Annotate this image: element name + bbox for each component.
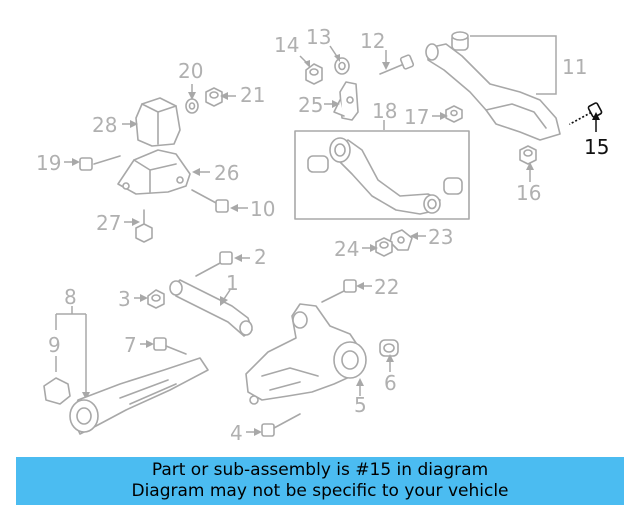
callout-23: 23 [428, 225, 453, 249]
callout-28: 28 [92, 113, 117, 137]
callout-14: 14 [274, 33, 299, 57]
nut-21[interactable] [205, 87, 223, 107]
upper-arm-18[interactable] [307, 137, 463, 215]
callout-26: 26 [214, 161, 239, 185]
banner-line-1: Part or sub-assembly is #15 in diagram [151, 460, 489, 480]
bushing-6[interactable] [379, 339, 399, 357]
callout-18: 18 [372, 99, 397, 123]
callout-24: 24 [334, 237, 359, 261]
trailing-arm-8[interactable] [69, 357, 209, 435]
callout-1: 1 [226, 271, 239, 295]
bracket-25[interactable] [333, 81, 359, 121]
info-banner: Part or sub-assembly is #15 in diagram D… [16, 457, 624, 505]
callout-15: 15 [584, 135, 609, 159]
bracket-23[interactable] [389, 229, 413, 251]
bolt-19[interactable] [79, 155, 121, 171]
bushing-24[interactable] [375, 237, 393, 257]
nut-17[interactable] [445, 105, 463, 123]
callout-3: 3 [118, 287, 131, 311]
callout-27: 27 [96, 211, 121, 235]
callout-8: 8 [64, 285, 77, 309]
nut-14[interactable] [305, 63, 323, 85]
callout-9: 9 [48, 333, 61, 357]
callout-5: 5 [354, 393, 367, 417]
callout-6: 6 [384, 371, 397, 395]
nut-16[interactable] [519, 145, 537, 165]
callout-22: 22 [374, 275, 399, 299]
callout-16: 16 [516, 181, 541, 205]
callout-12: 12 [360, 29, 385, 53]
bolt-10[interactable] [191, 189, 229, 213]
control-arm-11[interactable] [425, 31, 561, 141]
banner-line-2: Diagram may not be specific to your vehi… [131, 481, 509, 501]
mount-28[interactable] [135, 97, 181, 147]
callout-4: 4 [230, 421, 243, 445]
bolt-2[interactable] [195, 251, 233, 277]
callout-7: 7 [124, 333, 137, 357]
knuckle-5[interactable] [245, 303, 367, 405]
stud-27[interactable] [135, 209, 153, 243]
washer-13[interactable] [334, 57, 350, 75]
bolt-4[interactable] [261, 413, 301, 437]
callout-21: 21 [240, 83, 265, 107]
bolt-15[interactable] [569, 102, 603, 125]
nut-3[interactable] [147, 289, 165, 309]
bolt-7[interactable] [153, 337, 187, 355]
bushing-9[interactable] [43, 377, 71, 405]
callout-20: 20 [178, 59, 203, 83]
bolt-12[interactable] [379, 54, 415, 75]
callout-10: 10 [250, 197, 275, 221]
callout-17: 17 [404, 105, 429, 129]
toe-link-1[interactable] [169, 279, 253, 337]
callout-19: 19 [36, 151, 61, 175]
bolt-22[interactable] [321, 279, 357, 303]
washer-20[interactable] [185, 98, 199, 114]
callout-2: 2 [254, 245, 267, 269]
callout-25: 25 [298, 93, 323, 117]
callout-11: 11 [562, 55, 587, 79]
mount-26[interactable] [117, 149, 191, 195]
callout-13: 13 [306, 25, 331, 49]
